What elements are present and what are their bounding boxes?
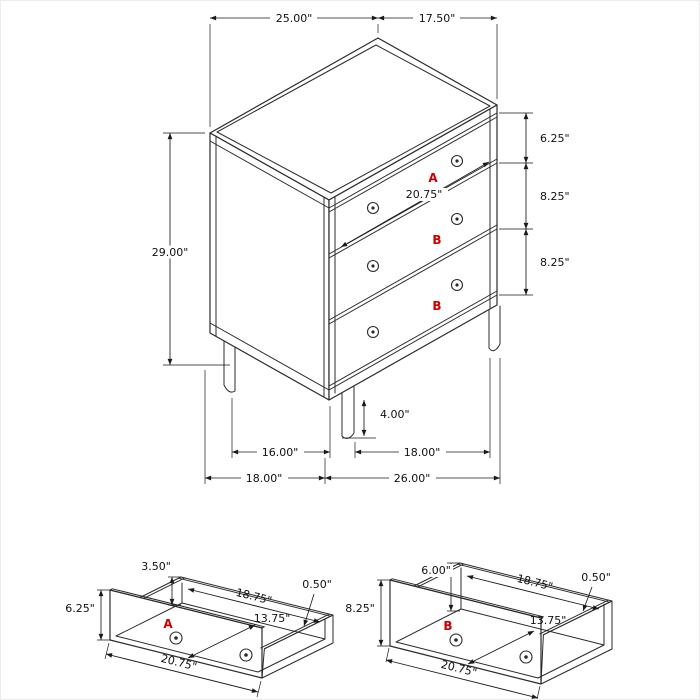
drawer-b-inner-corners: [460, 567, 605, 646]
dim-footprint-depth: 18.00": [246, 472, 283, 485]
dim-leg-height: 4.00": [380, 408, 410, 421]
drawer-a-detail-label: A: [163, 617, 173, 631]
drawer-b-detail-label: B: [443, 619, 452, 633]
dim-drawer-a-height: 6.25": [540, 132, 570, 145]
dim-b-wall-thickness: 0.50": [581, 571, 611, 584]
left-leg: [223, 340, 236, 393]
dim-b-back-height: 6.00": [421, 564, 451, 577]
front-leg: [341, 385, 355, 439]
dim-drawer-width: 20.75": [406, 188, 443, 201]
chest-dimensions: 25.00" 17.50" 29.00" 6.25" 8.25" 8.25" 2…: [146, 11, 570, 485]
chest-legs: [223, 305, 501, 439]
chest-top-inner-outline: [216, 44, 491, 194]
drawer-b-detail-drawing: B 8.25" 6.00" 18.75" 0.50" 13.75" 20.75": [345, 562, 613, 700]
dim-b-front-height: 8.25": [345, 602, 375, 615]
dim-a-wall-thickness: 0.50": [302, 578, 332, 591]
dim-a-inner-width: 18.75": [235, 586, 274, 607]
drawer-a-inner-corners: [181, 582, 326, 640]
chest-drawer-b2-label: B: [432, 299, 441, 313]
drawer-a-detail-drawing: A 6.25" 3.50" 18.75" 0.50" 13.75" 20.75": [65, 560, 334, 698]
dim-top-depth: 17.50": [419, 12, 456, 25]
right-leg: [488, 305, 501, 352]
dim-top-width: 25.00": [276, 12, 313, 25]
dim-drawer-b2-height: 8.25": [540, 256, 570, 269]
dim-overall-height: 29.00": [152, 246, 189, 259]
chest-drawer-a-label: A: [428, 171, 438, 185]
dim-a-back-height: 3.50": [141, 560, 171, 573]
chest-drawer-b1-label: B: [432, 233, 441, 247]
dim-drawer-b1-height: 8.25": [540, 190, 570, 203]
chest-panel-lines: [209, 108, 491, 398]
dim-a-front-height: 6.25": [65, 602, 95, 615]
dim-b-inner-width: 18.75": [516, 572, 555, 593]
dim-a-inner-depth: 13.75": [254, 612, 291, 625]
dim-footprint-width: 26.00": [394, 472, 431, 485]
dim-leg-span-front: 16.00": [262, 446, 299, 459]
drawer-a-right-face: [261, 614, 334, 679]
dim-leg-span-side: 18.00": [404, 446, 441, 459]
chest-isometric-drawing: A B B: [209, 37, 501, 439]
drawer-b-right-face: [540, 600, 613, 685]
dim-b-inner-depth: 13.75": [530, 614, 567, 627]
